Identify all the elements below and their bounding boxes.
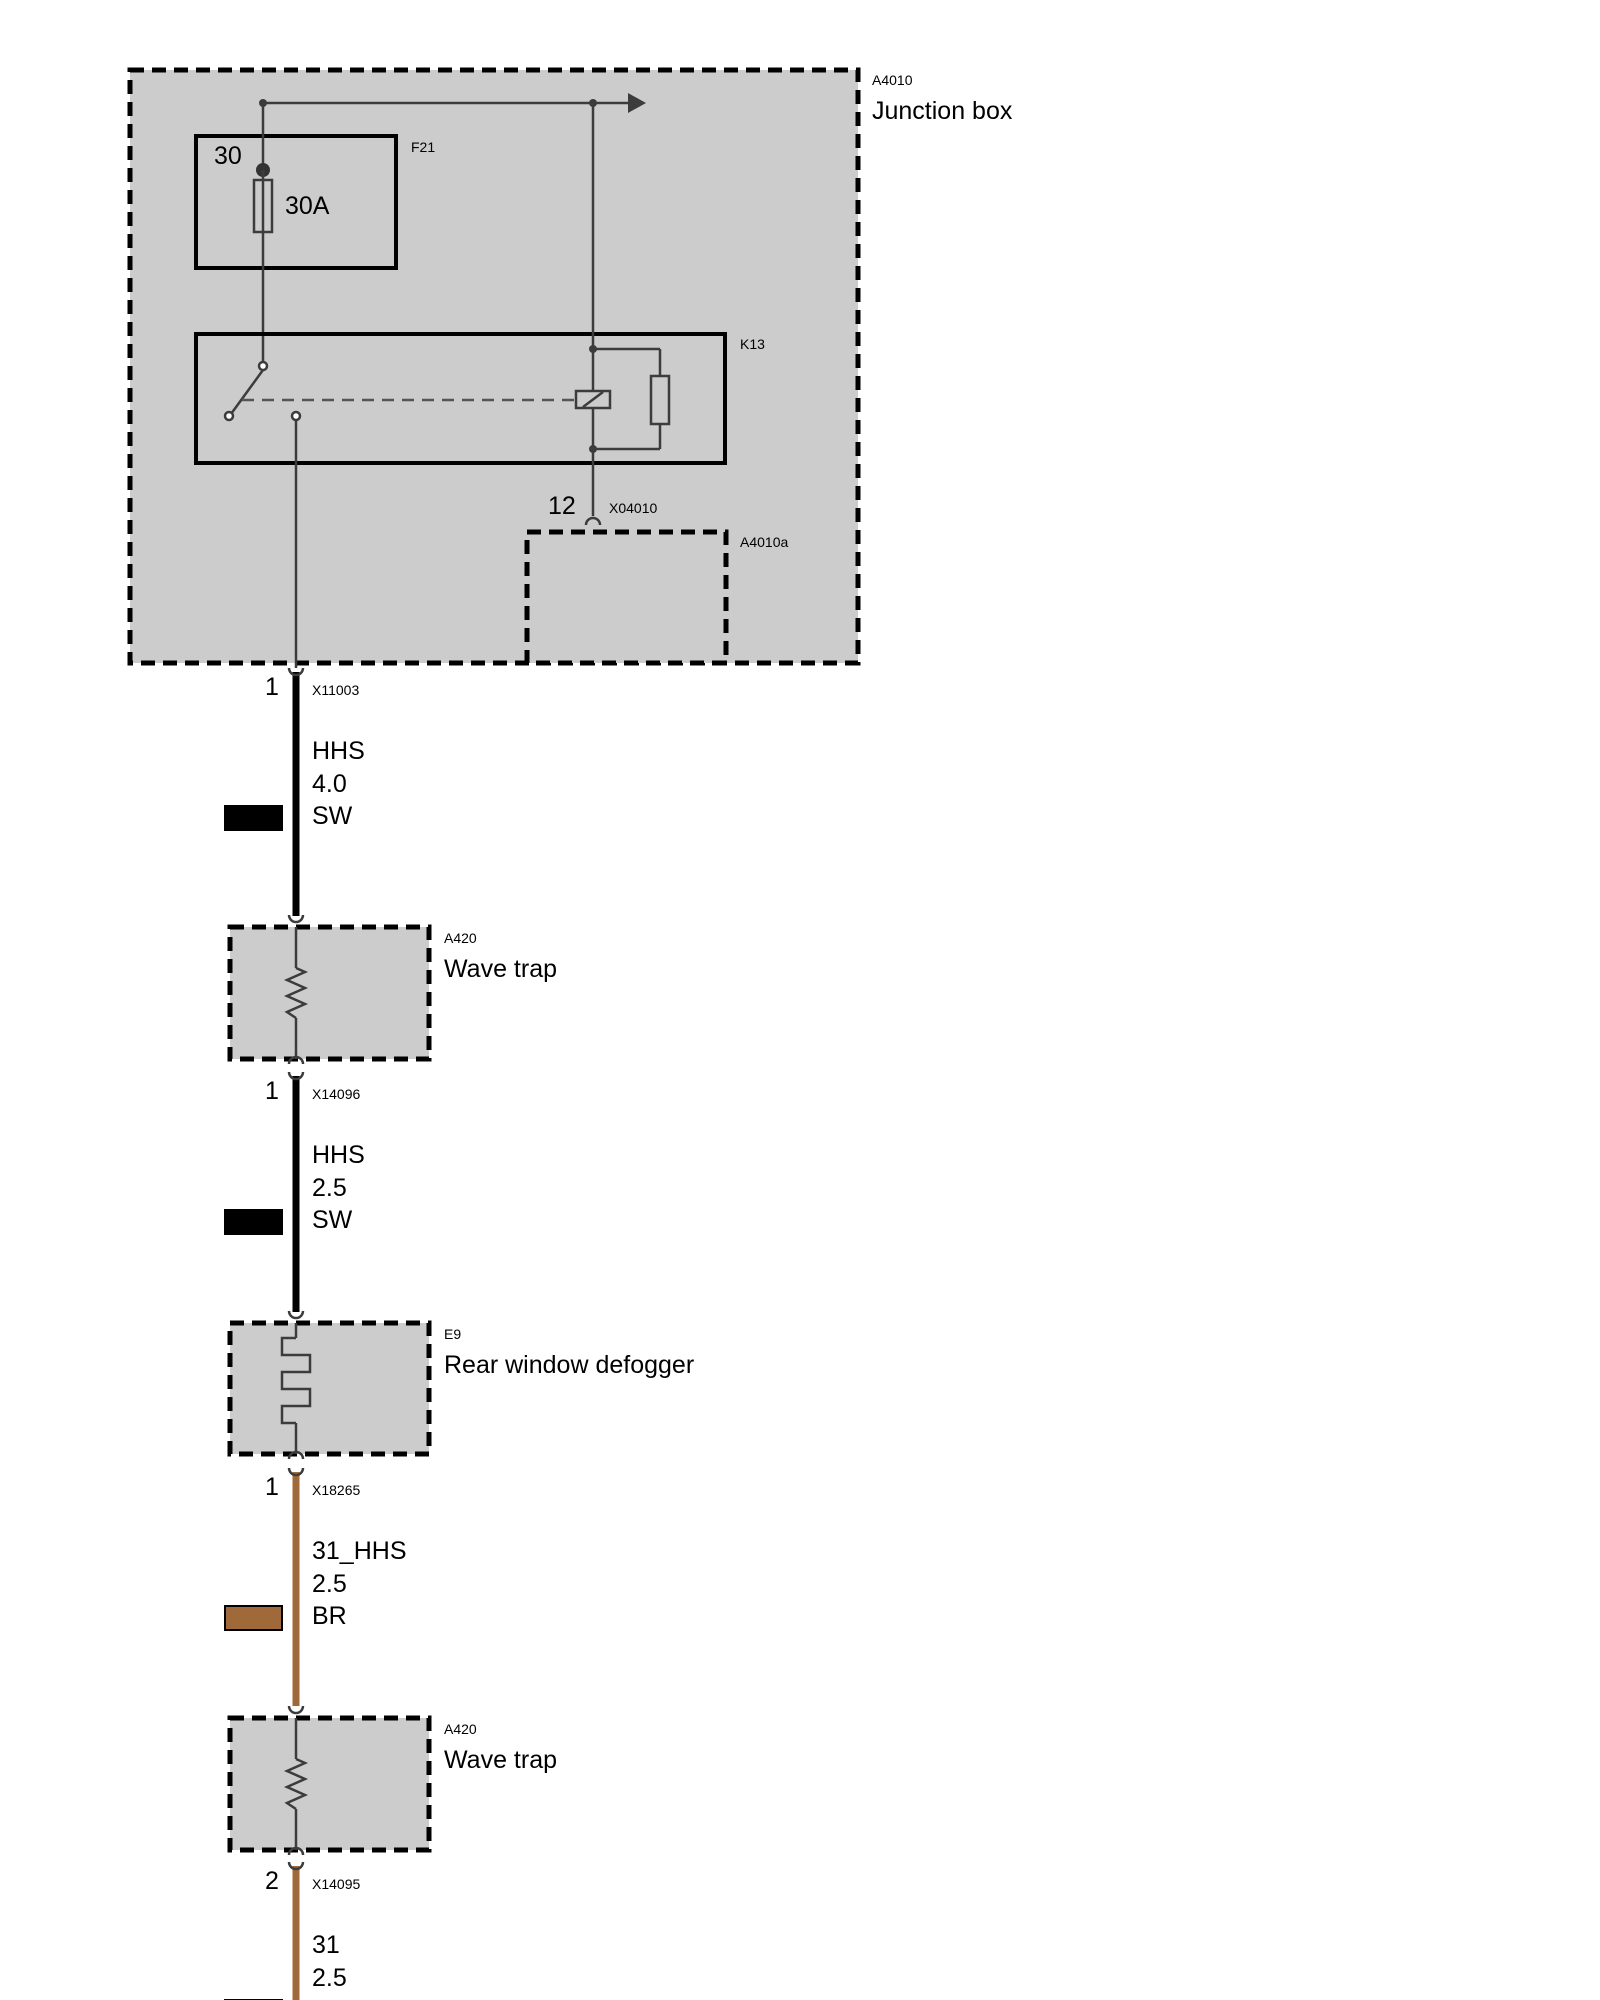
sub-module-pin: 12 <box>548 492 576 520</box>
connector-icon <box>287 1071 305 1081</box>
component-outline <box>227 1715 432 1853</box>
wire-color-swatch <box>224 805 283 831</box>
sub-module-id: A4010a <box>740 534 788 550</box>
component-name: Wave trap <box>444 1746 557 1774</box>
component-outline <box>227 1320 432 1457</box>
component-outline <box>227 924 432 1062</box>
fuse-terminal: 30 <box>214 142 242 170</box>
wire-color-code: SW <box>312 1206 353 1234</box>
component-name: Rear window defogger <box>444 1351 694 1379</box>
wire-signal: 31 <box>312 1931 340 1959</box>
junction-box-a4010: A4010 Junction box 30 F21 30A K13 <box>127 67 1013 668</box>
connector-label: X11003 <box>312 682 359 698</box>
connector-icon <box>287 1705 305 1715</box>
connector-icon <box>584 516 602 526</box>
wire-signal: 31_HHS <box>312 1537 407 1565</box>
junction-box-id: A4010 <box>872 72 913 88</box>
wire-size: 4.0 <box>312 770 347 798</box>
wire-signal: HHS <box>312 1141 365 1169</box>
connector-label: X18265 <box>312 1482 360 1498</box>
wire-size: 2.5 <box>312 1964 347 1992</box>
sub-module-outline <box>524 529 729 666</box>
connector-icon <box>287 1861 305 1871</box>
wire-color-code: BR <box>312 1602 347 1630</box>
component-name: Wave trap <box>444 955 557 983</box>
sub-module-connector: X04010 <box>609 500 657 516</box>
fuse-id: F21 <box>411 139 435 155</box>
pin-number: 1 <box>265 1473 279 1501</box>
heater-element-icon <box>280 1336 312 1425</box>
component-id: A420 <box>444 1721 477 1737</box>
component-id: A420 <box>444 930 477 946</box>
pin-number: 2 <box>265 1867 279 1895</box>
wire-size: 2.5 <box>312 1174 347 1202</box>
fuse-rating: 30A <box>285 192 330 220</box>
relay-id: K13 <box>740 336 765 352</box>
relay-box <box>194 332 727 465</box>
wire-color-swatch <box>224 1209 283 1235</box>
junction-box-name: Junction box <box>872 97 1013 125</box>
sub-module-a4010a: A4010a 12 X04010 <box>524 492 788 666</box>
connector-label: X14095 <box>312 1876 360 1892</box>
wire-color-code: BR <box>312 1996 347 2000</box>
connector-icon <box>287 1310 305 1320</box>
component-id: E9 <box>444 1326 461 1342</box>
junction-box-outline <box>127 67 861 666</box>
relay-coil-icon <box>574 103 671 516</box>
fuse-f21: 30 F21 30A <box>194 103 435 366</box>
connector-label: X14096 <box>312 1086 360 1102</box>
connector-icon <box>287 1467 305 1477</box>
relay-k13: K13 <box>194 103 765 516</box>
inductor-icon <box>283 966 309 1020</box>
connector-icon <box>287 667 305 677</box>
inductor-icon <box>283 1757 309 1811</box>
wire-signal: HHS <box>312 737 365 765</box>
connector-icon <box>287 914 305 924</box>
wire-color-swatch <box>224 1605 283 1631</box>
fuse-box <box>194 134 398 270</box>
pin-number: 1 <box>265 673 279 701</box>
pin-number: 1 <box>265 1077 279 1105</box>
wire-color-code: SW <box>312 802 353 830</box>
wire-size: 2.5 <box>312 1570 347 1598</box>
